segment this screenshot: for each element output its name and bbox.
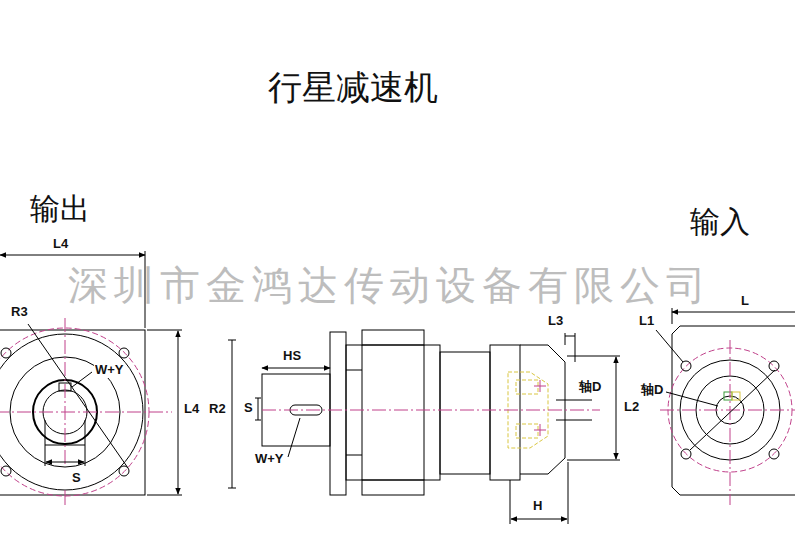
dimension-label: HS (282, 349, 302, 364)
dimension-label: L4 (183, 402, 200, 417)
dimension-label: R2 (208, 402, 227, 417)
view-heading: 输入 (690, 205, 750, 240)
side-view (228, 330, 620, 524)
dimension-label: 轴D (640, 383, 664, 398)
dimension-label: L3 (547, 314, 564, 329)
dimension-label: R3 (10, 305, 29, 320)
dimension-label: S (243, 401, 254, 416)
input-view (656, 308, 795, 505)
dimension-label: L (740, 294, 750, 309)
watermark: 深圳市金鸿达传动设备有限公司 (68, 262, 712, 308)
dimension-label: L1 (638, 314, 655, 329)
drawing-title: 行星减速机 (268, 68, 438, 107)
dimension-label: L4 (52, 237, 69, 252)
dimension-label: H (532, 499, 543, 514)
dimension-label: W+Y (94, 363, 125, 378)
dimension-label: S (71, 471, 82, 486)
dimension-label: W+Y (254, 452, 285, 467)
dimension-label: 轴D (578, 380, 602, 395)
view-heading: 输出 (30, 192, 90, 227)
dimension-label: L2 (623, 400, 640, 415)
